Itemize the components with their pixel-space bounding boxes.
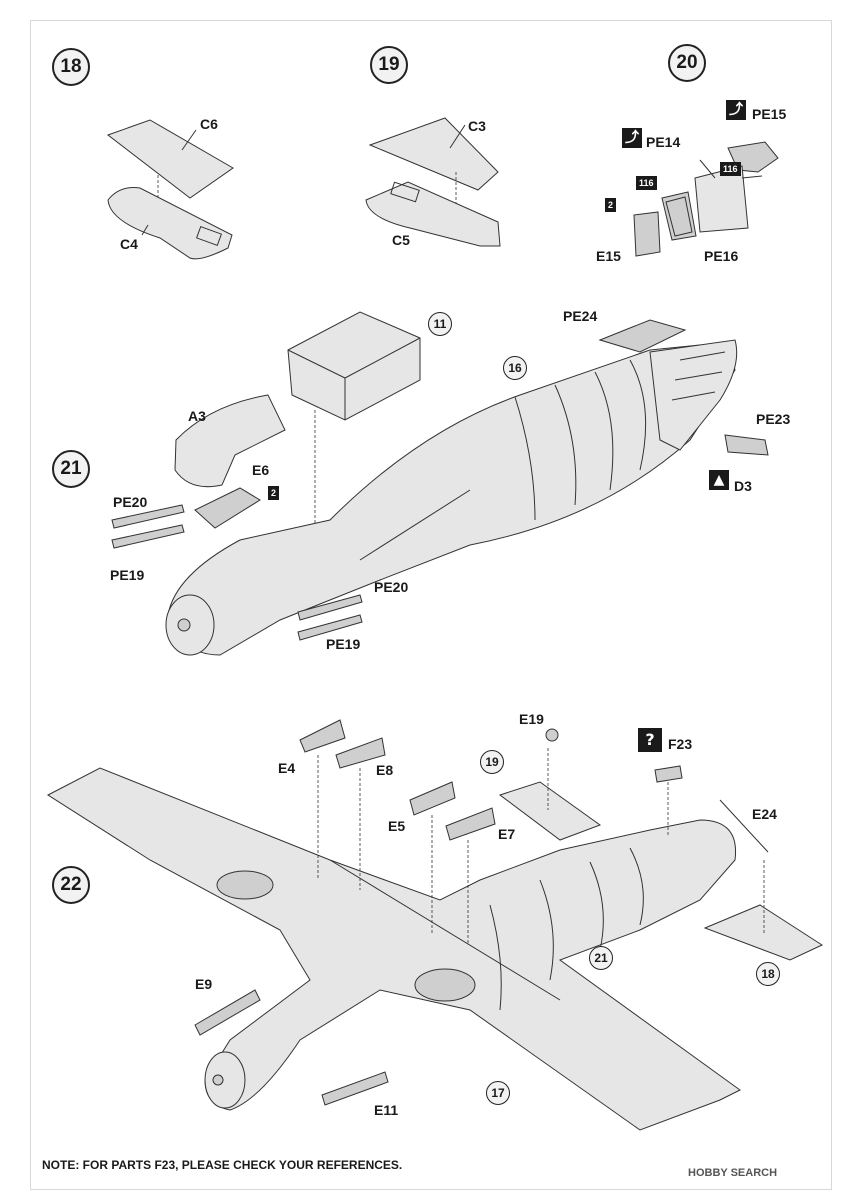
paint-ref-badge: 2 <box>605 198 617 212</box>
subassembly-callout-21: 21 <box>589 946 613 970</box>
tail-23 <box>649 339 738 451</box>
part-e11 <box>321 1071 389 1106</box>
part-pe24 <box>598 319 687 353</box>
part-pe19b <box>297 614 363 641</box>
label-e4: E4 <box>278 760 296 776</box>
label-c3: C3 <box>468 118 486 134</box>
part-c4 <box>107 187 233 260</box>
part-e19 <box>545 728 559 742</box>
paint-ref-badge: 116 <box>636 176 657 190</box>
part-e9 <box>194 989 261 1036</box>
decal-icon: ▲ <box>709 470 729 490</box>
part-e24 <box>719 799 769 853</box>
paint-ref-badge: 116 <box>720 162 741 176</box>
page-frame <box>30 20 832 1190</box>
label-e15: E15 <box>596 248 621 264</box>
label-e11: E11 <box>374 1102 399 1118</box>
paint-ref-badge: 2 <box>268 486 280 500</box>
part-19-stab <box>498 781 602 841</box>
step-number-18: 18 <box>52 48 90 86</box>
label-e6: E6 <box>252 462 270 478</box>
part-e4 <box>299 719 346 753</box>
aircraft-22 <box>47 767 741 1131</box>
up-arrow-icon: ⤴ <box>726 100 746 120</box>
label-pe19-right: PE19 <box>326 636 361 652</box>
label-c5: C5 <box>392 232 410 248</box>
step-number-21: 21 <box>52 450 90 488</box>
label-pe14: PE14 <box>646 134 681 150</box>
references-note: NOTE: FOR PARTS F23, PLEASE CHECK YOUR R… <box>42 1158 403 1172</box>
part-11-box <box>287 311 421 421</box>
label-f23: F23 <box>668 736 693 752</box>
label-pe23: PE23 <box>756 411 791 427</box>
label-d3: D3 <box>734 478 752 494</box>
subassembly-callout-11: 11 <box>428 312 452 336</box>
label-pe24: PE24 <box>563 308 598 324</box>
label-e8: E8 <box>376 762 394 778</box>
label-c4: C4 <box>120 236 138 252</box>
label-e24: E24 <box>752 806 777 822</box>
question-icon: ? <box>638 728 662 752</box>
part-c6 <box>106 119 234 199</box>
subassembly-callout-16: 16 <box>503 356 527 380</box>
label-pe20-left: PE20 <box>113 494 148 510</box>
part-pe16 <box>661 191 697 241</box>
step-number-19: 19 <box>370 46 408 84</box>
label-pe16: PE16 <box>704 248 739 264</box>
label-a3: A3 <box>188 408 206 424</box>
part-pe20b <box>111 524 185 549</box>
subassembly-callout-19: 19 <box>480 750 504 774</box>
part-e5 <box>409 781 456 816</box>
part-e15 <box>633 211 661 257</box>
fuselage-21 <box>165 344 736 656</box>
label-pe20-right: PE20 <box>374 579 409 595</box>
label-pe15: PE15 <box>752 106 787 122</box>
part-e6 <box>194 487 261 529</box>
part-18-stab <box>703 904 824 961</box>
subassembly-callout-17: 17 <box>486 1081 510 1105</box>
label-e5: E5 <box>388 818 406 834</box>
part-pe20a <box>111 504 185 529</box>
part-a3 <box>174 394 286 488</box>
label-e9: E9 <box>195 976 213 992</box>
label-e19: E19 <box>519 711 544 727</box>
part-e7 <box>445 807 496 841</box>
part-pe19a <box>297 594 363 621</box>
up-arrow-icon: ⤴ <box>622 128 642 148</box>
watermark: HOBBY SEARCH <box>688 1167 778 1179</box>
step-number-20: 20 <box>668 44 706 82</box>
part-f23 <box>654 765 683 783</box>
part-c5 <box>365 181 501 247</box>
step-number-22: 22 <box>52 866 90 904</box>
part-d3 <box>724 434 769 456</box>
label-pe19-left: PE19 <box>110 567 145 583</box>
part-e8 <box>335 737 386 769</box>
label-c6: C6 <box>200 116 218 132</box>
label-e7: E7 <box>498 826 516 842</box>
subassembly-callout-18: 18 <box>756 962 780 986</box>
part-c3 <box>368 117 499 191</box>
